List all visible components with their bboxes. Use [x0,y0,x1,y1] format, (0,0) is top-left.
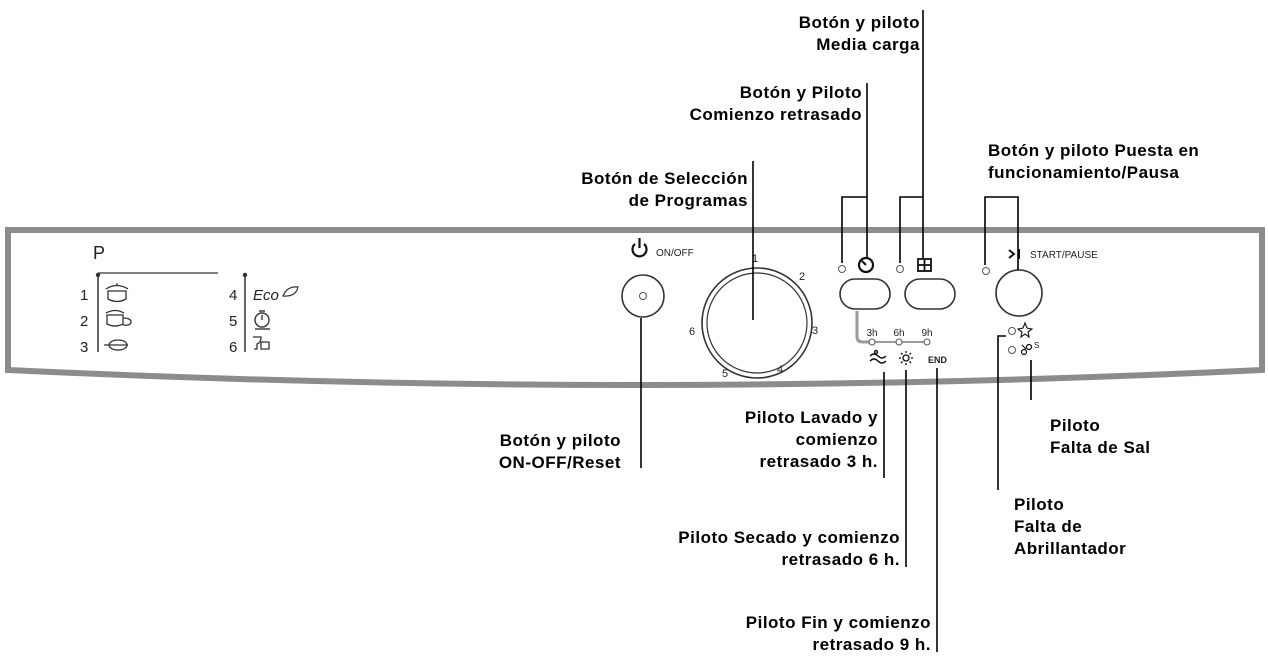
wash-icon [869,349,887,364]
delay-6h-label: 6h [893,328,904,339]
callout-dry-6h-line-1: Piloto Secado y comienzo [678,528,900,547]
delay-start-button[interactable] [839,278,891,310]
quick-timer-icon [254,310,270,330]
end-label: END [928,355,948,365]
callout-rinse-aid: Piloto Falta de Abrillantador [1014,494,1126,560]
callout-onoff-reset-line-1: Botón y piloto [499,431,621,450]
program-number-2: 2 [80,313,88,330]
salt-indicator-led [1008,346,1016,354]
onoff-label: ON/OFF [656,248,694,259]
callout-end-9h-line-1: Piloto Fin y comienzo [745,613,931,632]
salt-icon [1020,343,1033,356]
callout-rinse-aid-line-3: Abrillantador [1014,539,1127,558]
callout-half-load-line-2: Media carga [816,35,920,54]
pot-with-lid-icon [105,283,129,303]
callout-end-9h: Piloto Fin y comienzo retrasado 9 h. [746,612,931,656]
delay-clock-icon [857,256,875,274]
callout-rinse-aid-line-2: Falta de [1014,517,1083,536]
program-dial[interactable] [701,267,813,379]
dry-sun-icon [899,351,913,365]
dial-number-2: 2 [799,271,805,283]
delay-9h-label: 9h [921,328,932,339]
power-icon [631,238,648,258]
callout-program-select-line-1: Botón de Selección [581,169,748,188]
callout-dry-6h: Piloto Secado y comienzo retrasado 6 h. [678,527,900,571]
callout-onoff-reset: Botón y piloto ON-OFF/Reset [499,430,621,474]
svg-text:Eco: Eco [253,287,279,304]
program-number-3: 3 [80,339,88,356]
delay-3h-indicator-led [868,338,876,346]
callout-salt: Piloto Falta de Sal [1050,415,1150,459]
callout-dry-6h-line-2: retrasado 6 h. [781,550,900,569]
program-header: P [93,243,105,263]
start-pause-button[interactable] [995,269,1043,317]
program-number-1: 1 [80,287,88,304]
program-number-4: 4 [229,287,237,304]
half-load-indicator-led [896,265,904,273]
callout-salt-line-2: Falta de Sal [1050,438,1151,457]
callout-end-9h-line-2: retrasado 9 h. [812,635,931,654]
program-number-5: 5 [229,313,237,330]
pot-with-handle-icon [105,309,132,327]
callout-delayed-start: Botón y Piloto Comienzo retrasado [690,82,862,126]
delay-indicator-connector [855,311,870,344]
delay-9h-indicator-led [923,338,931,346]
callout-delayed-start-line-2: Comienzo retrasado [689,105,862,124]
leader-lines [640,10,1032,652]
rinse-aid-sparkle-icon [1016,321,1034,339]
callout-wash-3h: Piloto Lavado y comienzo retrasado 3 h. [745,407,878,473]
callout-wash-3h-line-1: Piloto Lavado y [744,408,878,427]
callout-rinse-aid-line-1: Piloto [1014,495,1065,514]
callout-program-select-line-2: de Programas [628,191,748,210]
delay-start-indicator-led [838,265,846,273]
delay-3h-label: 3h [866,328,877,339]
dial-number-6: 6 [689,326,695,338]
start-pause-indicator-led [982,267,990,275]
callout-start-pause-line-2: funcionamiento/Pausa [988,163,1180,182]
program-number-6: 6 [229,339,237,356]
callout-start-pause: Botón y piloto Puesta en funcionamiento/… [988,140,1199,184]
salt-indicator-suffix: S [1034,341,1039,350]
dial-number-3: 3 [812,325,818,337]
callout-delayed-start-line-1: Botón y Piloto [739,83,862,102]
delay-6h-indicator-led [895,338,903,346]
half-load-button[interactable] [904,278,956,310]
glass-and-cup-icon [253,336,270,350]
start-pause-label: START/PAUSE [1030,250,1098,261]
callout-half-load: Botón y piloto Media carga [799,12,920,56]
callout-salt-line-1: Piloto [1050,416,1101,435]
dial-number-5: 5 [722,368,728,380]
dial-number-1: 1 [752,253,758,265]
callout-half-load-line-1: Botón y piloto [798,13,920,32]
onoff-indicator-led [639,292,647,300]
callout-start-pause-line-1: Botón y piloto Puesta en [988,141,1200,160]
eco-leaf-icon: Eco [253,286,299,304]
dial-number-4: 4 [777,364,783,376]
pan-icon [104,339,128,351]
callout-wash-3h-line-2: comienzo [795,430,878,449]
callout-program-select: Botón de Selección de Programas [581,168,748,212]
onoff-button[interactable] [621,274,665,318]
half-load-icon [917,258,932,272]
callout-onoff-reset-line-2: ON-OFF/Reset [498,453,621,472]
callout-wash-3h-line-3: retrasado 3 h. [759,452,878,471]
start-pause-icon [1008,249,1020,259]
rinse-aid-indicator-led [1008,327,1016,335]
